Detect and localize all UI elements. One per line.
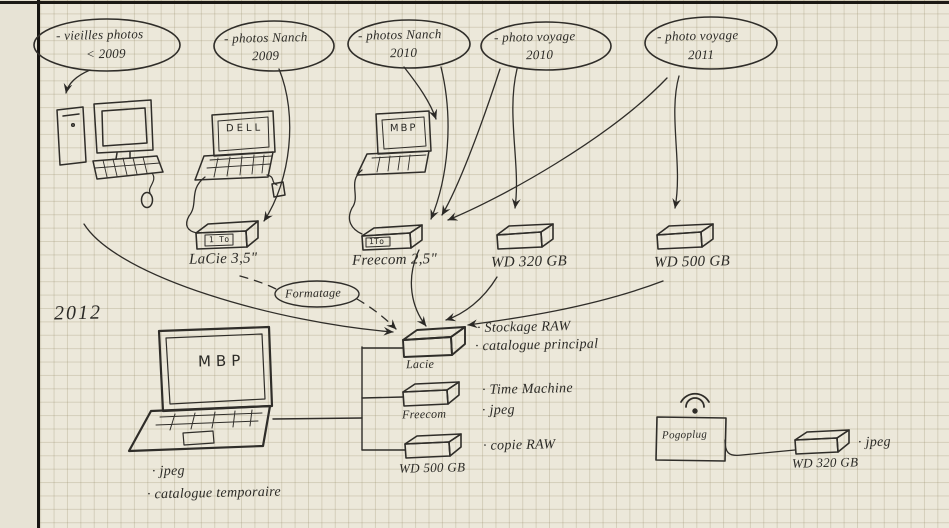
pogoplug-label: Pogoplug	[661, 428, 708, 442]
flow-arrows	[63, 66, 682, 336]
note-jpeg-freecom: · jpeg	[481, 402, 516, 419]
note-stockage-raw: · Stockage RAW	[476, 319, 571, 336]
source-1-line2: < 2009	[85, 45, 126, 62]
source-5-line2: 2011	[687, 46, 715, 63]
paper-spine-line	[37, 0, 40, 528]
source-bubbles	[33, 16, 778, 72]
formatage-bubble	[274, 280, 360, 308]
note-catalogue-principal: · catalogue principal	[474, 336, 599, 355]
source-4-line2: 2010	[525, 46, 554, 63]
note-copie-raw: · copie RAW	[482, 437, 556, 454]
year-2012-label: 2012	[53, 301, 103, 325]
mbp-laptop-old	[356, 110, 432, 176]
drive-freecom-2012	[402, 381, 460, 407]
note-jpeg-pogoplug: · jpeg	[857, 434, 892, 451]
lacie-35-label: LaCie 3,5"	[188, 250, 258, 268]
freecom-25-label: Freecom 2,5"	[351, 251, 438, 269]
lacie-1to-badge: 1 To	[208, 234, 230, 245]
source-2-line2: 2009	[251, 47, 280, 64]
drive-lacie-2012	[402, 326, 466, 358]
drive-freecom-1to	[361, 224, 423, 251]
source-3-line1: - photos Nanch	[357, 26, 442, 43]
drive-wd500	[656, 223, 714, 250]
source-3-line2: 2010	[389, 44, 418, 61]
paper-margin	[0, 0, 37, 528]
pogoplug-cable	[724, 439, 796, 457]
source-1-line1: - vieilles photos	[55, 26, 144, 43]
wd320-label: WD 320 GB	[490, 253, 568, 271]
paper-top-edge	[0, 1, 949, 4]
source-4-line1: - photo voyage	[493, 28, 576, 45]
drive-wd320-pogoplug	[794, 429, 850, 455]
wifi-icon	[680, 392, 710, 414]
mbp-laptop-2012	[127, 325, 274, 453]
formatage-label: Formatage	[284, 285, 342, 301]
pogoplug-box	[655, 416, 727, 462]
freecom-1to-badge: 1To	[368, 236, 385, 247]
drive-bracket	[272, 346, 406, 451]
wd500-2012-label: WD 500 GB	[398, 459, 466, 476]
mbp-2012-screen-label: MBP	[197, 351, 246, 371]
laptop-note-catalogue-temporaire: · catalogue temporaire	[146, 484, 282, 503]
wd500-label: WD 500 GB	[653, 253, 731, 271]
note-time-machine: · Time Machine	[481, 381, 574, 398]
wd320-pogoplug-label: WD 320 GB	[791, 454, 859, 471]
mbp-old-screen-label: MBP	[389, 122, 418, 135]
laptop-note-jpeg: · jpeg	[151, 463, 186, 480]
drive-lacie-1to	[195, 220, 259, 250]
drive-wd320	[496, 223, 554, 250]
lacie-2012-label: Lacie	[405, 356, 435, 372]
dell-laptop	[194, 110, 286, 198]
source-2-line1: - photos Nanch	[223, 29, 308, 46]
cables	[186, 169, 363, 235]
freecom-2012-label: Freecom	[401, 406, 447, 422]
source-5-line1: - photo voyage	[656, 27, 739, 44]
old-desktop-pc	[56, 99, 164, 209]
dell-screen-label: DELL	[225, 122, 264, 135]
drive-wd500-2012	[404, 433, 462, 459]
